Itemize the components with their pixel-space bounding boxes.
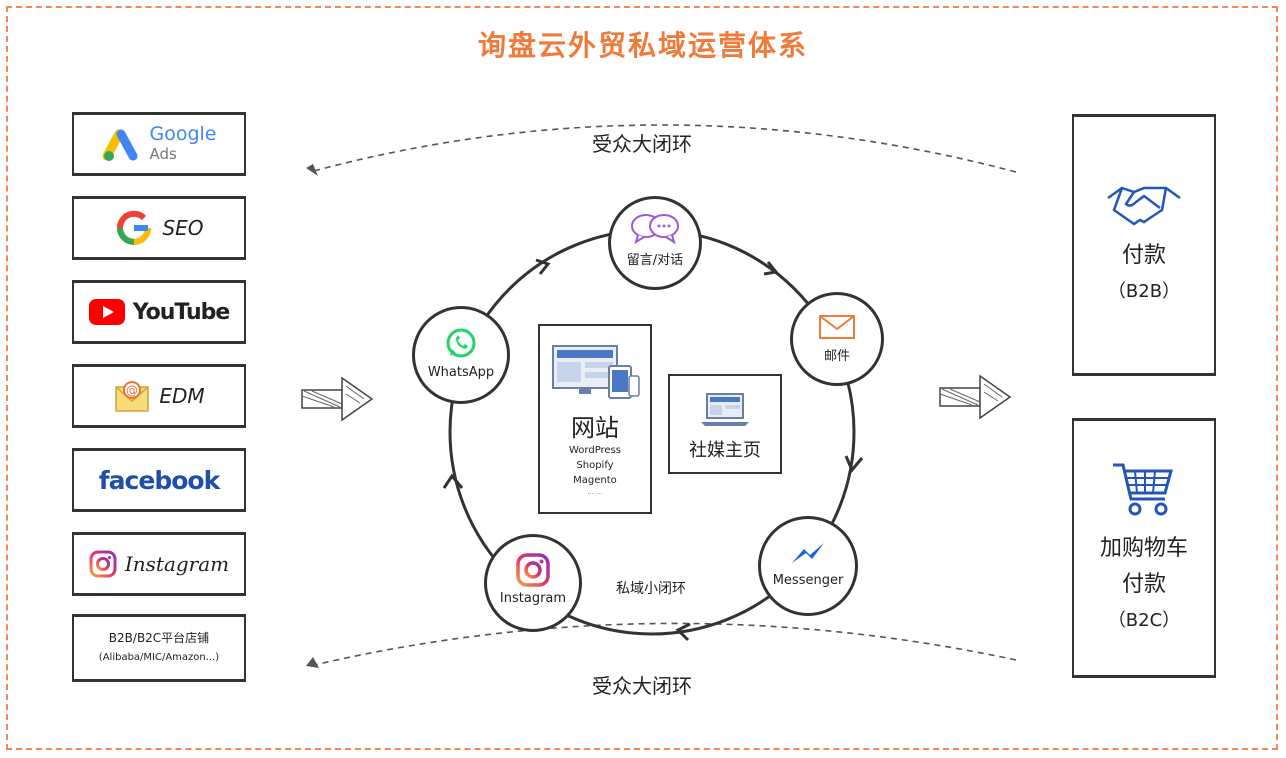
loop-arrow-2 xyxy=(763,261,779,276)
google-wordmark: Google xyxy=(149,123,217,145)
shopping-cart-icon xyxy=(1113,463,1173,516)
source-edm: @ EDM xyxy=(72,364,246,428)
outcome-b2b-label: 付款 xyxy=(1121,243,1166,268)
source-instagram: Instagram xyxy=(72,532,246,596)
source-marketplace: B2B/B2C平台店铺 (Alibaba/MIC/Amazon...) xyxy=(72,614,246,682)
top-feedback-arc xyxy=(309,124,1017,173)
loop-arrow-1 xyxy=(535,258,551,275)
youtube-icon xyxy=(88,299,125,325)
instagram-label: Instagram xyxy=(124,552,230,576)
loop-arrow-4 xyxy=(675,622,691,642)
node-messenger-label: Messenger xyxy=(772,573,844,588)
outcome-b2c-label: 加购物车 xyxy=(1099,536,1188,561)
social-page-label: 社媒主页 xyxy=(689,440,761,461)
social-page-card: 社媒主页 xyxy=(668,374,782,474)
top-loop-label: 受众大闭环 xyxy=(592,132,692,156)
edm-label: EDM xyxy=(159,384,205,408)
google-g-icon xyxy=(117,210,152,245)
website-platform-2: Shopify xyxy=(576,460,614,471)
bottom-feedback-arc xyxy=(309,622,1017,667)
outcome-b2c-label-2: 付款 xyxy=(1121,572,1166,597)
diagram-title: 询盘云外贸私域运营体系 xyxy=(477,29,808,62)
outcome-b2b-type: （B2B） xyxy=(1107,281,1181,302)
website-platform-1: WordPress xyxy=(568,445,622,456)
bottom-arc-arrowhead xyxy=(306,657,319,668)
mail-icon xyxy=(819,315,855,339)
output-block-arrow xyxy=(939,374,1012,420)
devices-icon xyxy=(552,345,640,399)
input-block-arrow xyxy=(301,376,374,422)
ads-label: Ads xyxy=(149,145,177,163)
source-google-ads: Google Ads xyxy=(72,112,246,176)
node-email-label: 邮件 xyxy=(823,349,850,364)
marketplace-examples: (Alibaba/MIC/Amazon...) xyxy=(98,652,220,663)
whatsapp-icon xyxy=(446,328,476,358)
outcome-b2b: 付款 （B2B） xyxy=(1072,114,1216,376)
node-instagram-label: Instagram xyxy=(499,591,567,606)
website-more: ... ... xyxy=(587,488,603,496)
source-youtube: YouTube xyxy=(72,280,246,344)
svg-text:@: @ xyxy=(126,384,138,398)
marketplace-label: B2B/B2C平台店铺 xyxy=(108,631,210,645)
loop-arrow-5 xyxy=(442,473,464,489)
source-seo: SEO xyxy=(72,196,246,260)
email-icon: @ xyxy=(115,381,150,412)
handshake-icon xyxy=(1107,186,1181,226)
facebook-wordmark: facebook xyxy=(98,465,220,495)
bottom-loop-label: 受众大闭环 xyxy=(592,674,692,698)
node-instagram: Instagram xyxy=(484,534,582,632)
source-facebook: facebook xyxy=(72,448,246,512)
laptop-icon xyxy=(701,393,749,426)
chat-bubbles-icon xyxy=(631,214,679,245)
seo-label: SEO xyxy=(162,216,204,240)
node-email: 邮件 xyxy=(790,292,884,386)
website-label: 网站 xyxy=(571,414,619,442)
youtube-label: YouTube xyxy=(132,299,231,325)
instagram-icon xyxy=(89,550,117,578)
private-loop-label: 私域小闭环 xyxy=(616,581,686,597)
node-message-chat: 留言/对话 xyxy=(608,196,702,290)
website-card: 网站 WordPress Shopify Magento ... ... xyxy=(538,324,652,514)
outcome-b2c-type: （B2C） xyxy=(1107,610,1181,631)
node-messenger: Messenger xyxy=(758,516,858,616)
top-arc-arrowhead xyxy=(306,164,318,176)
loop-arrow-3 xyxy=(844,455,864,473)
diagram-frame xyxy=(6,6,1278,750)
node-whatsapp-label: WhatsApp xyxy=(427,365,495,380)
messenger-icon xyxy=(792,543,824,563)
google-ads-icon xyxy=(102,129,138,161)
node-whatsapp: WhatsApp xyxy=(412,306,510,404)
node-message-chat-label: 留言/对话 xyxy=(626,253,684,268)
instagram-icon xyxy=(516,553,550,587)
website-platform-3: Magento xyxy=(573,475,617,486)
outcome-b2c: 加购物车 付款 （B2C） xyxy=(1072,418,1216,678)
